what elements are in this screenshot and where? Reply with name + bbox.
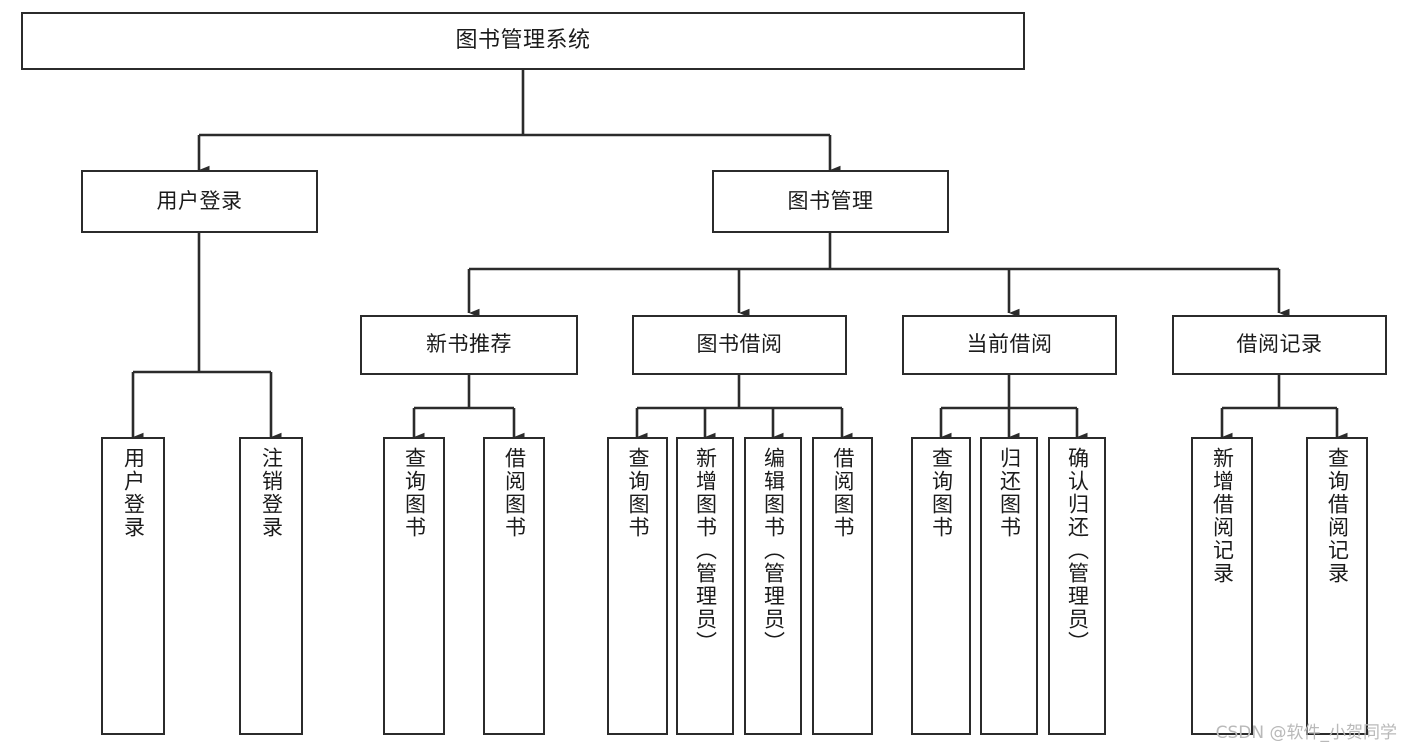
node-current-borrow[interactable]: 当前借阅 bbox=[902, 315, 1117, 375]
node-label: 用户登录 bbox=[156, 188, 243, 213]
node-new-book-recommend[interactable]: 新书推荐 bbox=[360, 315, 578, 375]
node-label: 图书管理 bbox=[787, 188, 874, 213]
node-book-manage[interactable]: 图书管理 bbox=[712, 170, 949, 233]
node-leaf-query-book-borrow[interactable]: 查询图书 bbox=[607, 437, 668, 735]
node-label: 新增借阅记录 bbox=[1210, 447, 1235, 585]
node-leaf-confirm-return-admin[interactable]: 确认归还（管理员） bbox=[1048, 437, 1106, 735]
node-label: 归还图书 bbox=[997, 447, 1022, 539]
node-leaf-add-book-admin[interactable]: 新增图书（管理员） bbox=[676, 437, 734, 735]
node-leaf-borrow-book-recommend[interactable]: 借阅图书 bbox=[483, 437, 545, 735]
node-label: 查询图书 bbox=[626, 447, 650, 539]
node-label: 注销登录 bbox=[259, 447, 284, 539]
node-leaf-add-borrow-record[interactable]: 新增借阅记录 bbox=[1191, 437, 1253, 735]
node-label: 确认归还（管理员） bbox=[1065, 447, 1090, 654]
node-label: 图书管理系统 bbox=[455, 27, 591, 53]
node-label: 借阅图书 bbox=[831, 447, 855, 539]
node-label: 查询图书 bbox=[929, 447, 954, 539]
node-label: 借阅图书 bbox=[502, 447, 527, 539]
node-leaf-query-borrow-record[interactable]: 查询借阅记录 bbox=[1306, 437, 1368, 735]
node-label: 查询借阅记录 bbox=[1325, 447, 1350, 585]
node-label: 查询图书 bbox=[402, 447, 427, 539]
node-label: 借阅记录 bbox=[1236, 332, 1323, 357]
csdn-watermark: CSDN @软件_小贺同学 bbox=[1215, 723, 1397, 743]
node-label: 当前借阅 bbox=[966, 332, 1053, 357]
node-leaf-return-book[interactable]: 归还图书 bbox=[980, 437, 1038, 735]
node-label: 新增图书（管理员） bbox=[693, 447, 718, 654]
node-leaf-logout-login[interactable]: 注销登录 bbox=[239, 437, 303, 735]
node-leaf-edit-book-admin[interactable]: 编辑图书（管理员） bbox=[744, 437, 802, 735]
node-leaf-user-login[interactable]: 用户登录 bbox=[101, 437, 165, 735]
node-label: 图书借阅 bbox=[696, 332, 783, 357]
node-leaf-borrow-book[interactable]: 借阅图书 bbox=[812, 437, 873, 735]
node-label: 新书推荐 bbox=[426, 332, 512, 357]
node-leaf-query-book-recommend[interactable]: 查询图书 bbox=[383, 437, 445, 735]
node-label: 用户登录 bbox=[121, 447, 146, 539]
node-label: 编辑图书（管理员） bbox=[761, 447, 786, 654]
node-borrow-record[interactable]: 借阅记录 bbox=[1172, 315, 1387, 375]
node-root-book-management-system[interactable]: 图书管理系统 bbox=[21, 12, 1025, 70]
node-user-login[interactable]: 用户登录 bbox=[81, 170, 318, 233]
node-leaf-query-book-current[interactable]: 查询图书 bbox=[911, 437, 971, 735]
node-book-borrow[interactable]: 图书借阅 bbox=[632, 315, 847, 375]
